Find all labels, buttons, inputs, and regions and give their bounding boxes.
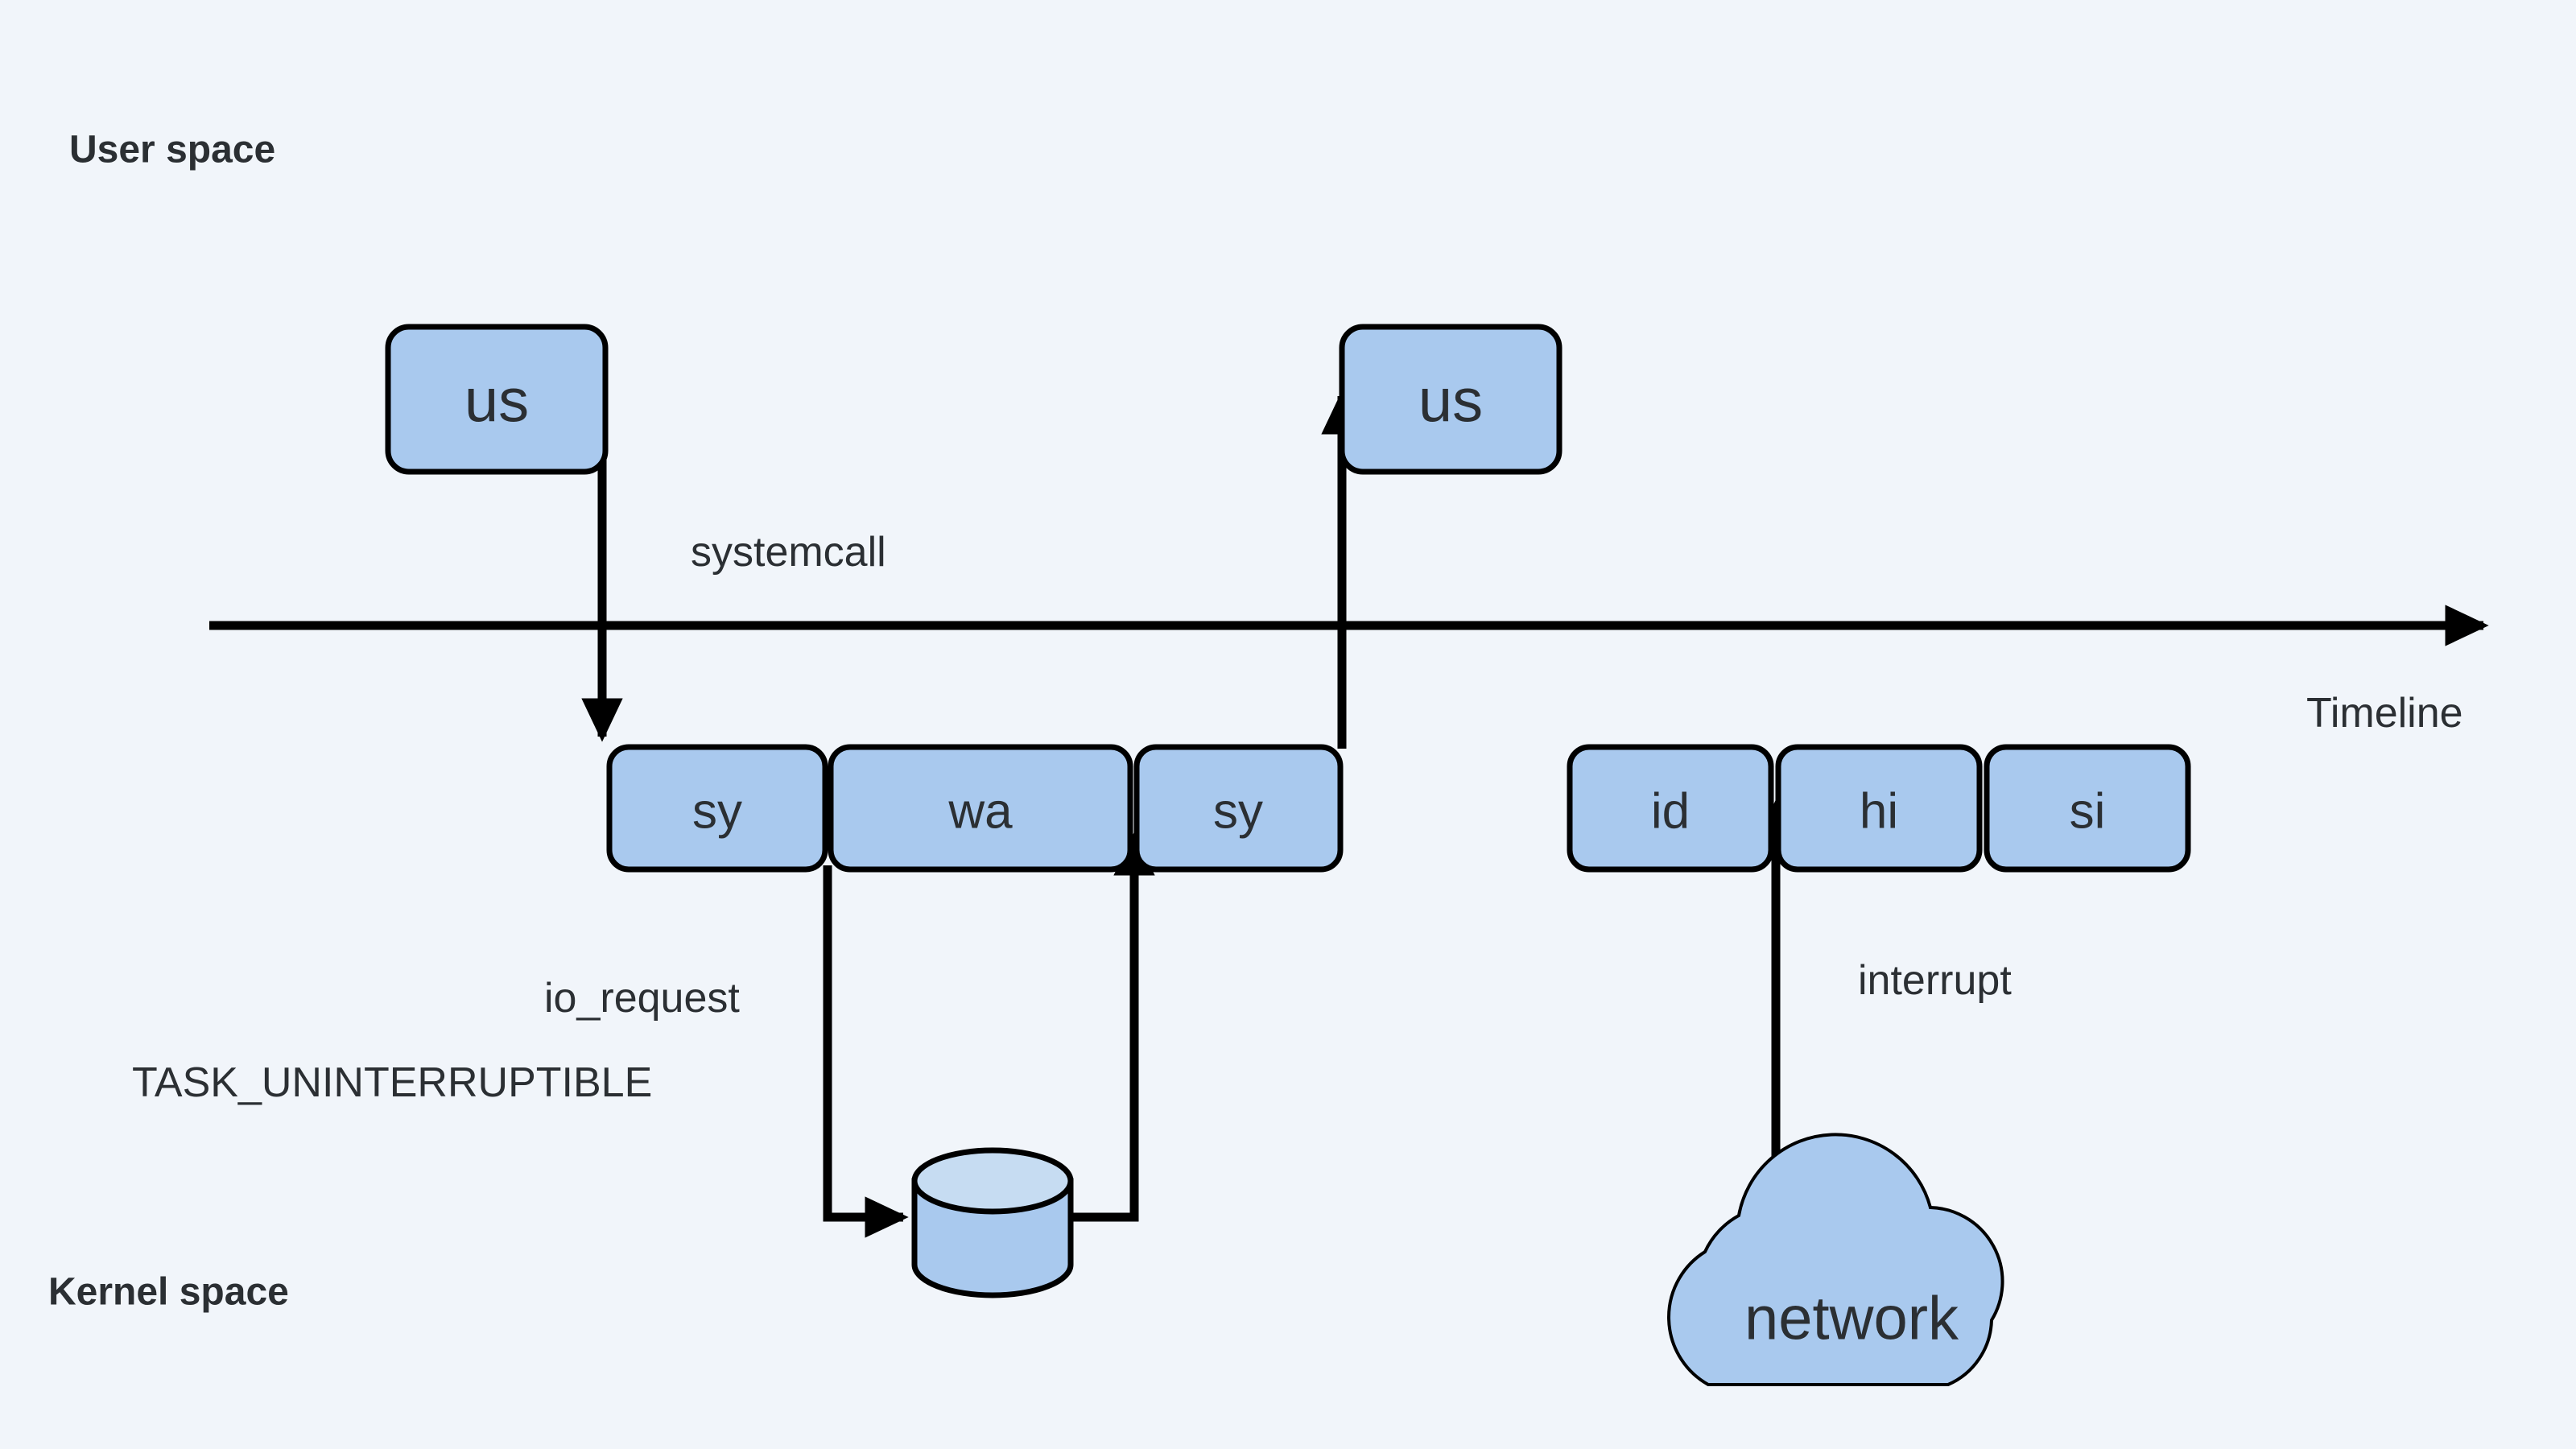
edge-io-complete <box>1071 832 1155 1222</box>
node-id-box[interactable] <box>1567 744 1774 873</box>
node-us-left[interactable]: us <box>385 324 609 475</box>
node-si[interactable]: si <box>1984 744 2191 873</box>
node-id[interactable]: id <box>1567 744 1774 873</box>
network-cloud-shape[interactable] <box>1667 1133 2004 1386</box>
node-us-left-label: us <box>464 367 529 436</box>
node-sy-2-label: sy <box>1213 784 1263 840</box>
edge-label-io-request: io_request <box>544 975 740 1022</box>
edge-label-interrupt: interrupt <box>1858 957 2012 1004</box>
io-complete-path <box>1071 832 1155 1222</box>
node-sy-2[interactable]: sy <box>1133 744 1344 873</box>
node-wa-box[interactable] <box>828 744 1133 873</box>
edge-label-task-state: TASK_UNINTERRUPTIBLE <box>132 1059 652 1106</box>
node-si-label: si <box>2070 784 2106 840</box>
node-si-box[interactable] <box>1984 744 2191 873</box>
io-request-path <box>823 865 909 1238</box>
region-label-user-space: User space <box>69 129 275 171</box>
node-wa[interactable]: wa <box>828 744 1133 873</box>
node-us-right-label: us <box>1418 367 1483 436</box>
node-wa-label: wa <box>947 784 1013 840</box>
disk-cylinder-top[interactable] <box>911 1147 1074 1215</box>
node-hi-box[interactable] <box>1775 744 1983 873</box>
node-sy-1-box[interactable] <box>606 744 828 873</box>
node-sy-1-label: sy <box>692 784 742 840</box>
edge-io-request <box>823 865 909 1238</box>
node-us-left-box[interactable] <box>385 324 609 475</box>
node-network[interactable]: network <box>1667 1133 2004 1386</box>
node-network-label: network <box>1744 1285 1959 1353</box>
node-hi[interactable]: hi <box>1775 744 1983 873</box>
edge-label-systemcall: systemcall <box>691 529 886 576</box>
node-us-right[interactable]: us <box>1339 324 1563 475</box>
region-label-kernel-space: Kernel space <box>48 1271 289 1314</box>
timeline-axis-label: Timeline <box>2306 690 2463 737</box>
node-sy-2-box[interactable] <box>1133 744 1344 873</box>
node-hi-label: hi <box>1860 784 1898 840</box>
node-us-right-box[interactable] <box>1339 324 1563 475</box>
node-sy-1[interactable]: sy <box>606 744 828 873</box>
node-disk[interactable] <box>911 1147 1074 1298</box>
node-id-label: id <box>1651 784 1690 840</box>
